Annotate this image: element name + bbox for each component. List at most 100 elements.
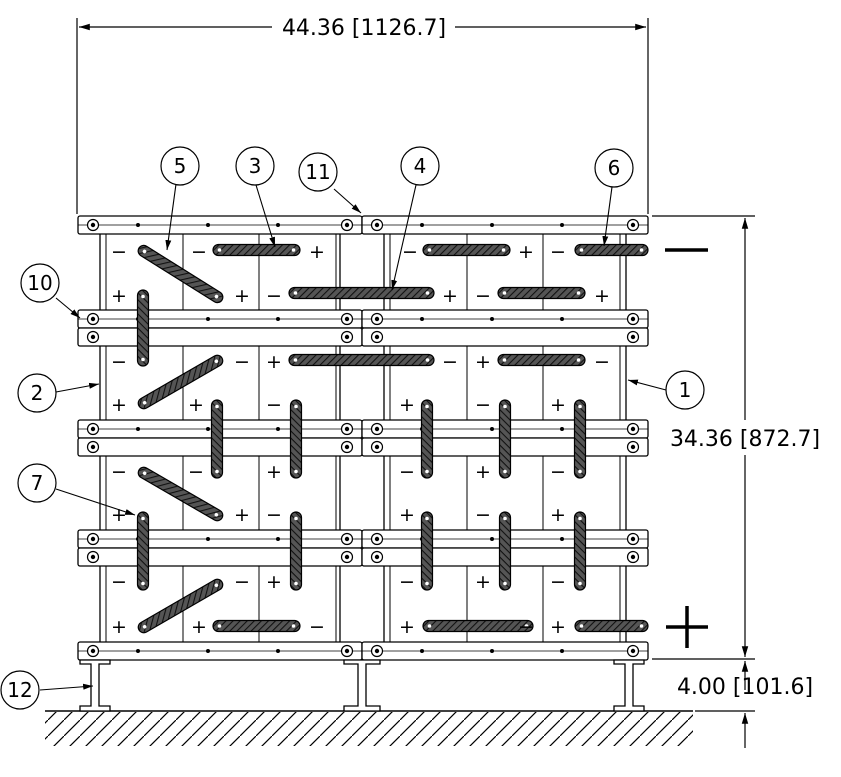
cell-minus-sign: −	[594, 351, 610, 373]
connector-bar-hole	[427, 624, 432, 628]
connector-bar-hole	[503, 469, 507, 474]
rail-bolt-center	[90, 426, 96, 432]
rail-rivet	[420, 223, 424, 227]
connector-bar-hole	[217, 624, 222, 628]
rail-bolt-center	[630, 222, 636, 228]
callout-number: 4	[414, 154, 427, 178]
rail-rivet	[276, 317, 280, 321]
rail-bolt-center	[344, 444, 350, 450]
cell-minus-sign: −	[234, 571, 250, 593]
cell-plus-sign: +	[550, 394, 566, 416]
connector-bar-hole	[214, 294, 219, 299]
rail-bolt-center	[344, 554, 350, 560]
rail-rivet	[276, 537, 280, 541]
cell-minus-sign: −	[550, 571, 566, 593]
connector-bar-hole	[291, 624, 296, 628]
positive-terminal-marker	[666, 606, 708, 648]
rail-bolt-center	[630, 536, 636, 542]
rail-bolt-center	[90, 536, 96, 542]
i-beam-foot	[343, 659, 381, 712]
connector-bar	[422, 619, 534, 633]
connector-bar	[210, 399, 224, 479]
rail-rivet	[420, 649, 424, 653]
connector-bar	[497, 286, 586, 300]
callout-number: 7	[31, 471, 44, 495]
cell-plus-sign: +	[234, 504, 250, 526]
cell-plus-sign: +	[191, 616, 207, 638]
connector-bar-hole	[142, 471, 147, 476]
connector-bar	[137, 354, 224, 410]
connector-bar	[289, 399, 303, 479]
connector-bar-body	[497, 286, 586, 300]
callout-1: 1	[627, 370, 705, 410]
rail-rivet	[560, 649, 564, 653]
connector-bar-hole	[639, 624, 644, 628]
rail-rivet	[490, 427, 494, 431]
cell-plus-sign: +	[399, 616, 415, 638]
connector-bar-hole	[576, 358, 581, 362]
connector-bar	[420, 399, 434, 479]
rail-rivet	[560, 537, 564, 541]
height-dimension: 34.36 [872.7]	[652, 215, 820, 660]
rail-bolt-center	[374, 334, 380, 340]
rail-rivet	[560, 317, 564, 321]
connector-bar-hole	[578, 516, 582, 521]
cell-minus-sign: −	[111, 351, 127, 373]
rail-bolt-center	[344, 536, 350, 542]
cell-minus-sign: −	[111, 241, 127, 263]
callout-11: 11	[298, 152, 362, 214]
connector-bar-hole	[142, 249, 147, 254]
callout-number: 1	[679, 378, 692, 402]
connector-bar	[289, 511, 303, 591]
rail-rivet	[206, 317, 210, 321]
connector-bar	[137, 466, 224, 522]
connector-bar-hole	[639, 248, 644, 252]
connector-bar-hole	[425, 291, 430, 295]
connector-bar-hole	[294, 469, 298, 474]
callout-2: 2	[17, 373, 100, 413]
rail-bolt-center	[374, 426, 380, 432]
rail-rivet	[490, 537, 494, 541]
callout-balloon	[0, 670, 40, 710]
connector-bar-body	[573, 511, 587, 591]
connector-bar-body	[574, 243, 649, 257]
i-beam-foot	[613, 659, 645, 712]
connector-bar-body	[288, 286, 435, 300]
rail-rivet	[490, 223, 494, 227]
connector-bar	[497, 353, 586, 367]
battery-rack: −−+−+−++−+−+−−+−+−++−+−+−−+−+−++−+−+−−+−…	[77, 215, 649, 712]
connector-bar-hole	[214, 512, 219, 517]
connector-bar-hole	[214, 359, 219, 364]
rail-rivet	[136, 223, 140, 227]
height-dimension-label: 34.36 [872.7]	[670, 427, 820, 452]
i-beam-foot	[79, 659, 111, 712]
callout-balloon	[235, 146, 275, 186]
rail-rivet	[276, 427, 280, 431]
rail-rivet	[560, 223, 564, 227]
connector-bar-body	[212, 243, 301, 257]
cell-minus-sign: −	[399, 571, 415, 593]
rail-bolt-center	[344, 648, 350, 654]
cell-minus-sign: −	[475, 285, 491, 307]
cell-minus-sign: −	[191, 241, 207, 263]
cell-minus-sign: −	[518, 616, 534, 638]
connector-bar-hole	[501, 248, 506, 252]
connector-bar-body	[137, 244, 224, 304]
rail-bolt-center	[630, 334, 636, 340]
rail-bolt-center	[630, 554, 636, 560]
cell-plus-sign: +	[111, 616, 127, 638]
callout-balloon	[20, 263, 60, 303]
rail-bolt-center	[90, 554, 96, 560]
cell-minus-sign: −	[111, 461, 127, 483]
connector-bar	[574, 243, 649, 257]
cell-plus-sign: +	[266, 571, 282, 593]
connector-bar	[573, 399, 587, 479]
connector-bar-hole	[293, 358, 298, 362]
cell-minus-sign: −	[550, 461, 566, 483]
cell-plus-sign: +	[475, 571, 491, 593]
connector-bar-body	[498, 511, 512, 591]
callout-leader	[55, 297, 81, 319]
callout-5: 5	[160, 146, 200, 251]
width-dimension: 44.36 [1126.7]	[76, 16, 649, 214]
